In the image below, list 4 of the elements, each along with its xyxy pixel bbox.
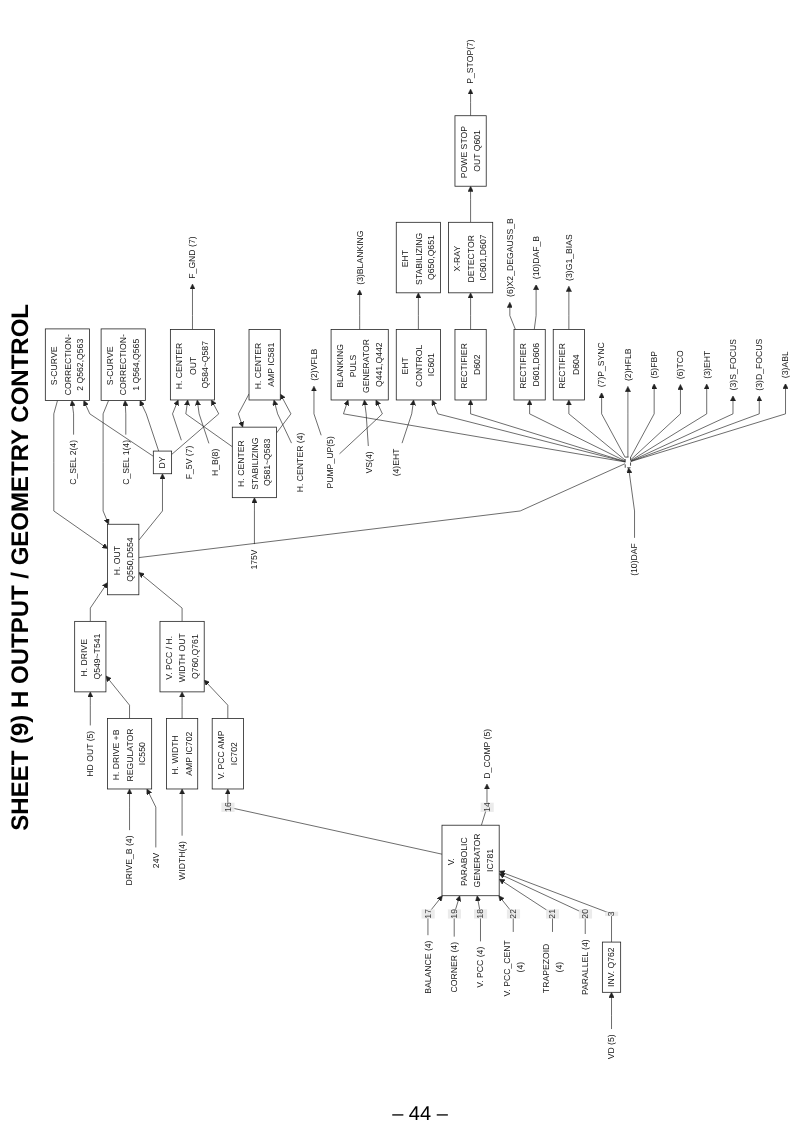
connector-line [138, 463, 626, 559]
transformer-box [624, 457, 631, 469]
diagram-title: SHEET (9) H OUTPUT / GEOMETRY CONTROL [6, 303, 34, 831]
page-number: – 44 – [392, 1104, 448, 1126]
